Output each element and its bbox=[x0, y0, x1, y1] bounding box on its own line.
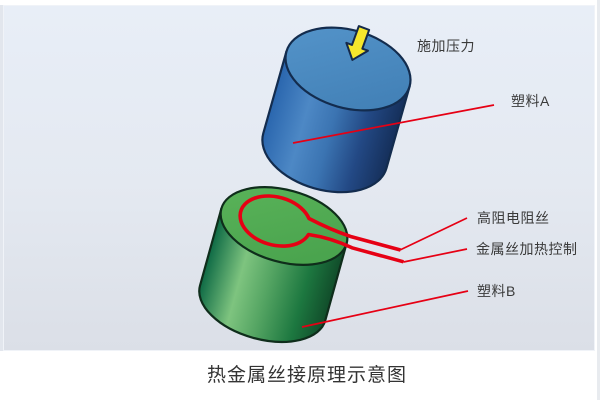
label-resistance-wire: 高阻电阻丝 bbox=[477, 210, 550, 226]
leader-line-resistance-wire bbox=[399, 217, 468, 251]
blue-cylinder bbox=[261, 26, 412, 194]
page-right-edge bbox=[597, 0, 600, 400]
label-plastic-a: 塑料A bbox=[511, 93, 550, 109]
leader-line-plastic-a bbox=[292, 104, 495, 144]
resistance-wire-loop bbox=[238, 194, 404, 264]
label-plastic-b: 塑料B bbox=[477, 283, 516, 299]
green-cylinder bbox=[198, 186, 349, 343]
figure-caption: 热金属丝接原理示意图 bbox=[206, 365, 407, 386]
leader-line-heating-control bbox=[403, 248, 468, 263]
label-pressure: 施加压力 bbox=[417, 38, 475, 54]
leader-line-plastic-b bbox=[301, 290, 469, 328]
label-heating-control: 金属丝加热控制 bbox=[476, 241, 578, 257]
pressure-arrow-icon bbox=[345, 25, 371, 61]
green-cylinder-top-face bbox=[219, 186, 349, 266]
